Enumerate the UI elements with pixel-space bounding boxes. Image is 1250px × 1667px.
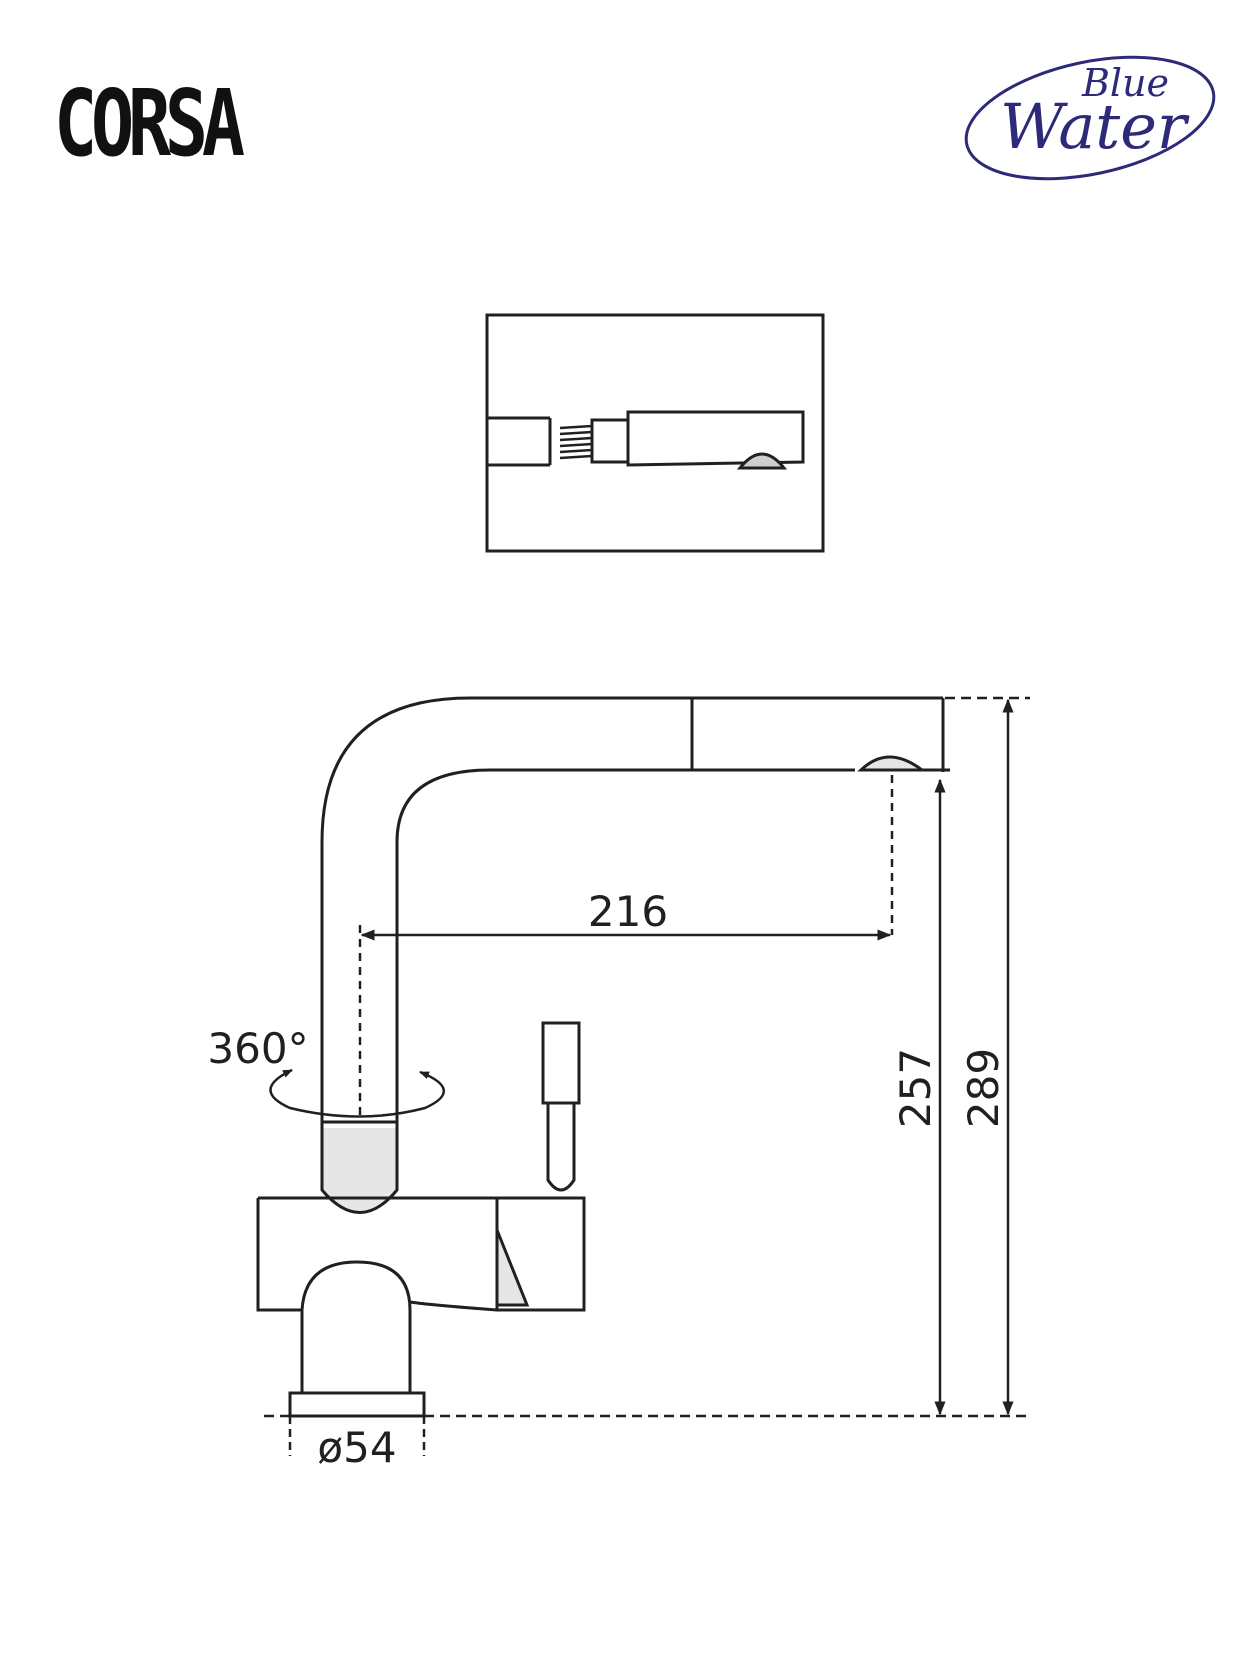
dim-base-diameter-label: ø54 [317, 1423, 396, 1472]
brand-line-1: Blue [1081, 61, 1169, 105]
dimension-lines [264, 696, 1030, 1456]
faucet-body [256, 696, 950, 1418]
aerator-icon [857, 755, 927, 772]
dim-rotation-label: 360° [207, 1024, 308, 1073]
rotation-arrow-icon [269, 1068, 446, 1118]
product-title: CORSA [54, 70, 245, 177]
dim-spout-height-label: 257 [891, 1048, 940, 1128]
detail-frame [485, 313, 825, 553]
brand-line-2: Water [1000, 90, 1190, 163]
threaded-connector-icon [559, 420, 594, 462]
dim-total-height-label: 289 [959, 1048, 1008, 1128]
lever-handle-icon [541, 1021, 581, 1105]
brand-logo: Blue Water [964, 55, 1216, 181]
dim-reach-label: 216 [588, 887, 668, 936]
base-flange [288, 1391, 426, 1418]
spray-head-detail [485, 313, 825, 553]
